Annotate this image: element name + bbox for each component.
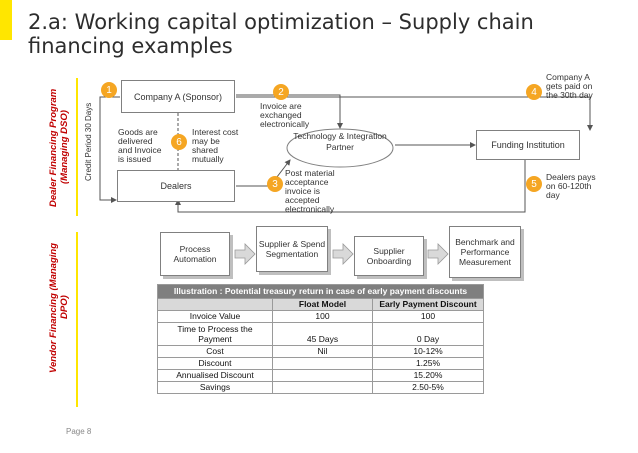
table-row: Invoice Value 100 100 [157,310,484,323]
table-cell: Time to Process the Payment [157,322,273,346]
table-cell: Nil [272,345,373,358]
credit-period-label: Credit Period 30 Days [84,102,93,182]
goods-delivered-note: Goods are delivered and Invoice is issue… [118,127,162,164]
funding-institution-box: Funding Institution [476,130,580,160]
dealer-divider [76,78,78,216]
treasury-return-table: Illustration : Potential treasury return… [157,284,484,394]
table-cell [272,357,373,370]
invoice-exchange-note: Invoice are exchanged electronically [260,101,310,129]
accent-bar [0,0,12,40]
table-header-cell: Float Model [272,298,373,311]
step-badge-6: 6 [171,134,187,150]
table-header-cell [157,298,273,311]
table-caption: Illustration : Potential treasury return… [157,284,484,299]
table-cell: 1.25% [372,357,484,370]
table-cell [272,369,373,382]
table-cell: Discount [157,357,273,370]
post-material-note: Post material acceptance invoice is acce… [285,168,335,214]
table-header-row: Float Model Early Payment Discount [157,298,484,311]
table-cell: 45 Days [272,322,373,346]
process-arrow [234,243,256,265]
step-badge-1: 1 [101,82,117,98]
connector-company-funding [236,96,593,131]
process-arrow [427,243,449,265]
table-cell: 0 Day [372,322,484,346]
table-cell: Invoice Value [157,310,273,323]
tech-partner-label: Technology & Integration Partner [293,131,387,152]
connector-company-tech [236,94,343,129]
company-paid-note: Company A gets paid on the 30th day [546,72,593,100]
table-cell [272,381,373,394]
table-cell: 100 [272,310,373,323]
table-cell: Savings [157,381,273,394]
connector-funding-dealers [175,160,526,213]
interest-cost-note: Interest cost may be shared mutually [192,127,239,164]
table-cell: 15.20% [372,369,484,382]
process-step-segmentation: Supplier & Spend Segmentation [256,226,328,272]
process-step-automation: Process Automation [160,232,230,276]
tech-partner-ellipse [286,128,394,168]
process-step-onboarding: Supplier Onboarding [354,236,424,276]
company-a-box: Company A (Sponsor) [121,80,235,113]
table-cell: Cost [157,345,273,358]
step-badge-4: 4 [526,84,542,100]
dealers-box: Dealers [117,170,235,202]
table-row: Cost Nil 10-12% [157,345,484,358]
table-cell: 2.50-5% [372,381,484,394]
step-badge-3: 3 [267,176,283,192]
table-row: Savings 2.50-5% [157,381,484,394]
process-arrow [332,243,354,265]
table-cell: 100 [372,310,484,323]
table-cell: Annualised Discount [157,369,273,382]
vendor-divider [76,232,78,407]
process-step-benchmark: Benchmark and Performance Measurement [449,226,521,278]
step-badge-2: 2 [273,84,289,100]
page-title: 2.a: Working capital optimization – Supp… [28,10,534,58]
table-header-cell: Early Payment Discount [372,298,484,311]
table-row: Time to Process the Payment 45 Days 0 Da… [157,322,484,346]
step-badge-5: 5 [526,176,542,192]
dealers-pays-note: Dealers pays on 60-120th day [546,172,596,200]
page-number: Page 8 [66,427,92,436]
table-row: Annualised Discount 15.20% [157,369,484,382]
table-row: Discount 1.25% [157,357,484,370]
table-cell: 10-12% [372,345,484,358]
